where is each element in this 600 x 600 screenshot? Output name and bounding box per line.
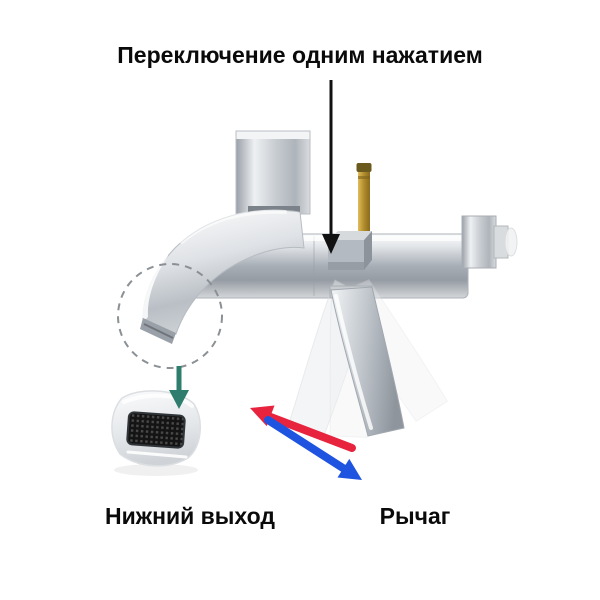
pointer-arrow-icon <box>322 80 340 254</box>
spout-annotation: Нижний выход <box>105 503 275 529</box>
lever-arrow-blue-icon <box>264 416 362 480</box>
shower-outlet-connector <box>461 215 518 269</box>
title-annotation: Переключение одним нажатием <box>117 42 483 68</box>
lever-annotation: Рычаг <box>379 503 451 529</box>
spout-aerator-mesh <box>126 411 186 449</box>
detail-inset <box>111 390 201 476</box>
spout <box>140 209 305 344</box>
faucet-lever <box>329 285 405 437</box>
detail-arrow-icon <box>169 366 189 409</box>
cartridge-stem-icon <box>356 163 372 238</box>
detail-circle <box>117 263 223 369</box>
